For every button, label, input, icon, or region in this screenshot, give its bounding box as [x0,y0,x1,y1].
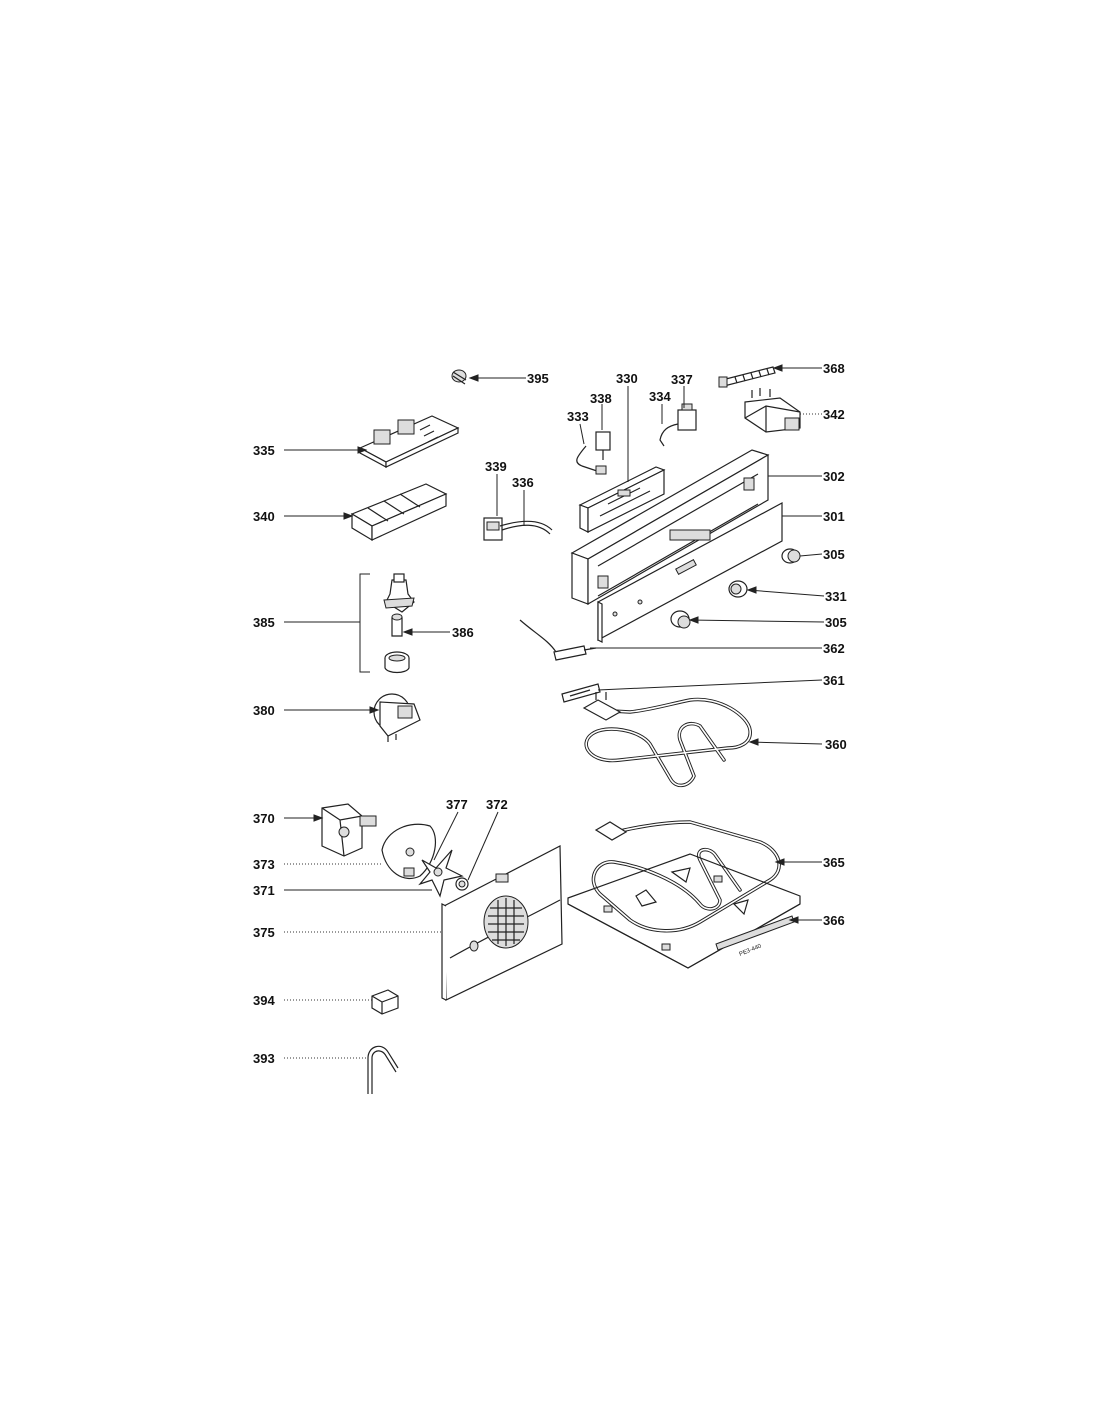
part-375-back-panel [441,845,563,1001]
part-372-nut [455,877,469,891]
part-362-sensor [519,619,597,661]
part-385-lamp-cover [384,651,410,674]
callout-377: 377 [446,797,468,812]
callout-302: 302 [823,469,845,484]
callout-386: 386 [452,625,474,640]
part-380-motor [373,693,421,742]
callout-338: 338 [590,391,612,406]
part-371-fan-blade [418,849,464,898]
callout-372: 372 [486,797,508,812]
part-305-knob-upper [781,548,801,564]
callout-334: 334 [649,389,671,404]
callout-380: 380 [253,703,275,718]
part-331-button [728,580,748,598]
part-360-grill-element [582,692,752,788]
part-386-bulb [391,613,403,637]
callout-337: 337 [671,372,693,387]
part-342-switch [744,388,801,433]
part-330-control-board [578,466,666,533]
callout-362: 362 [823,641,845,656]
panel-stamp: PE3-440 [739,943,764,958]
part-393-cable [367,1045,399,1094]
leader-lines [284,364,825,1059]
part-339-switch [483,517,503,541]
callout-368: 368 [823,361,845,376]
callout-342: 342 [823,407,845,422]
callout-360: 360 [825,737,847,752]
part-337-switch [659,403,697,447]
part-333-harness [576,445,607,475]
callout-331: 331 [825,589,847,604]
callout-305-upper: 305 [823,547,845,562]
callout-361: 361 [823,673,845,688]
callout-335: 335 [253,443,275,458]
part-394-connector [371,989,399,1015]
callout-305-lower: 305 [825,615,847,630]
part-336-wire [499,520,553,535]
part-370-fan-motor [321,803,377,857]
callout-365: 365 [823,855,845,870]
callout-366: 366 [823,913,845,928]
part-302-frame [570,449,770,606]
callout-385: 385 [253,615,275,630]
part-385-bracket [359,573,370,673]
callout-labels: 395 368 330 337 338 334 333 342 335 302 … [253,361,847,1066]
callout-394: 394 [253,993,275,1008]
callout-333: 333 [567,409,589,424]
part-365-bottom-element [591,820,781,933]
callout-375: 375 [253,925,275,940]
part-385-lamp-holder [383,573,415,613]
callout-330: 330 [616,371,638,386]
callout-371: 371 [253,883,275,898]
callout-340: 340 [253,509,275,524]
part-340-tray [350,483,448,542]
callout-373: 373 [253,857,275,872]
callout-339: 339 [485,459,507,474]
part-368-rod [718,366,776,388]
callout-370: 370 [253,811,275,826]
part-335-pcb [358,415,460,469]
part-305-knob-lower [670,610,691,629]
part-373-fan-shroud [381,823,437,880]
callout-395: 395 [527,371,549,386]
part-395-spring [451,369,467,385]
part-361-plate [561,683,601,703]
callout-301: 301 [823,509,845,524]
part-301-front-panel [597,501,783,643]
callout-336: 336 [512,475,534,490]
part-366-bottom-plate: PE3-440 [567,853,801,969]
part-338-switch [595,431,611,460]
callout-393: 393 [253,1051,275,1066]
